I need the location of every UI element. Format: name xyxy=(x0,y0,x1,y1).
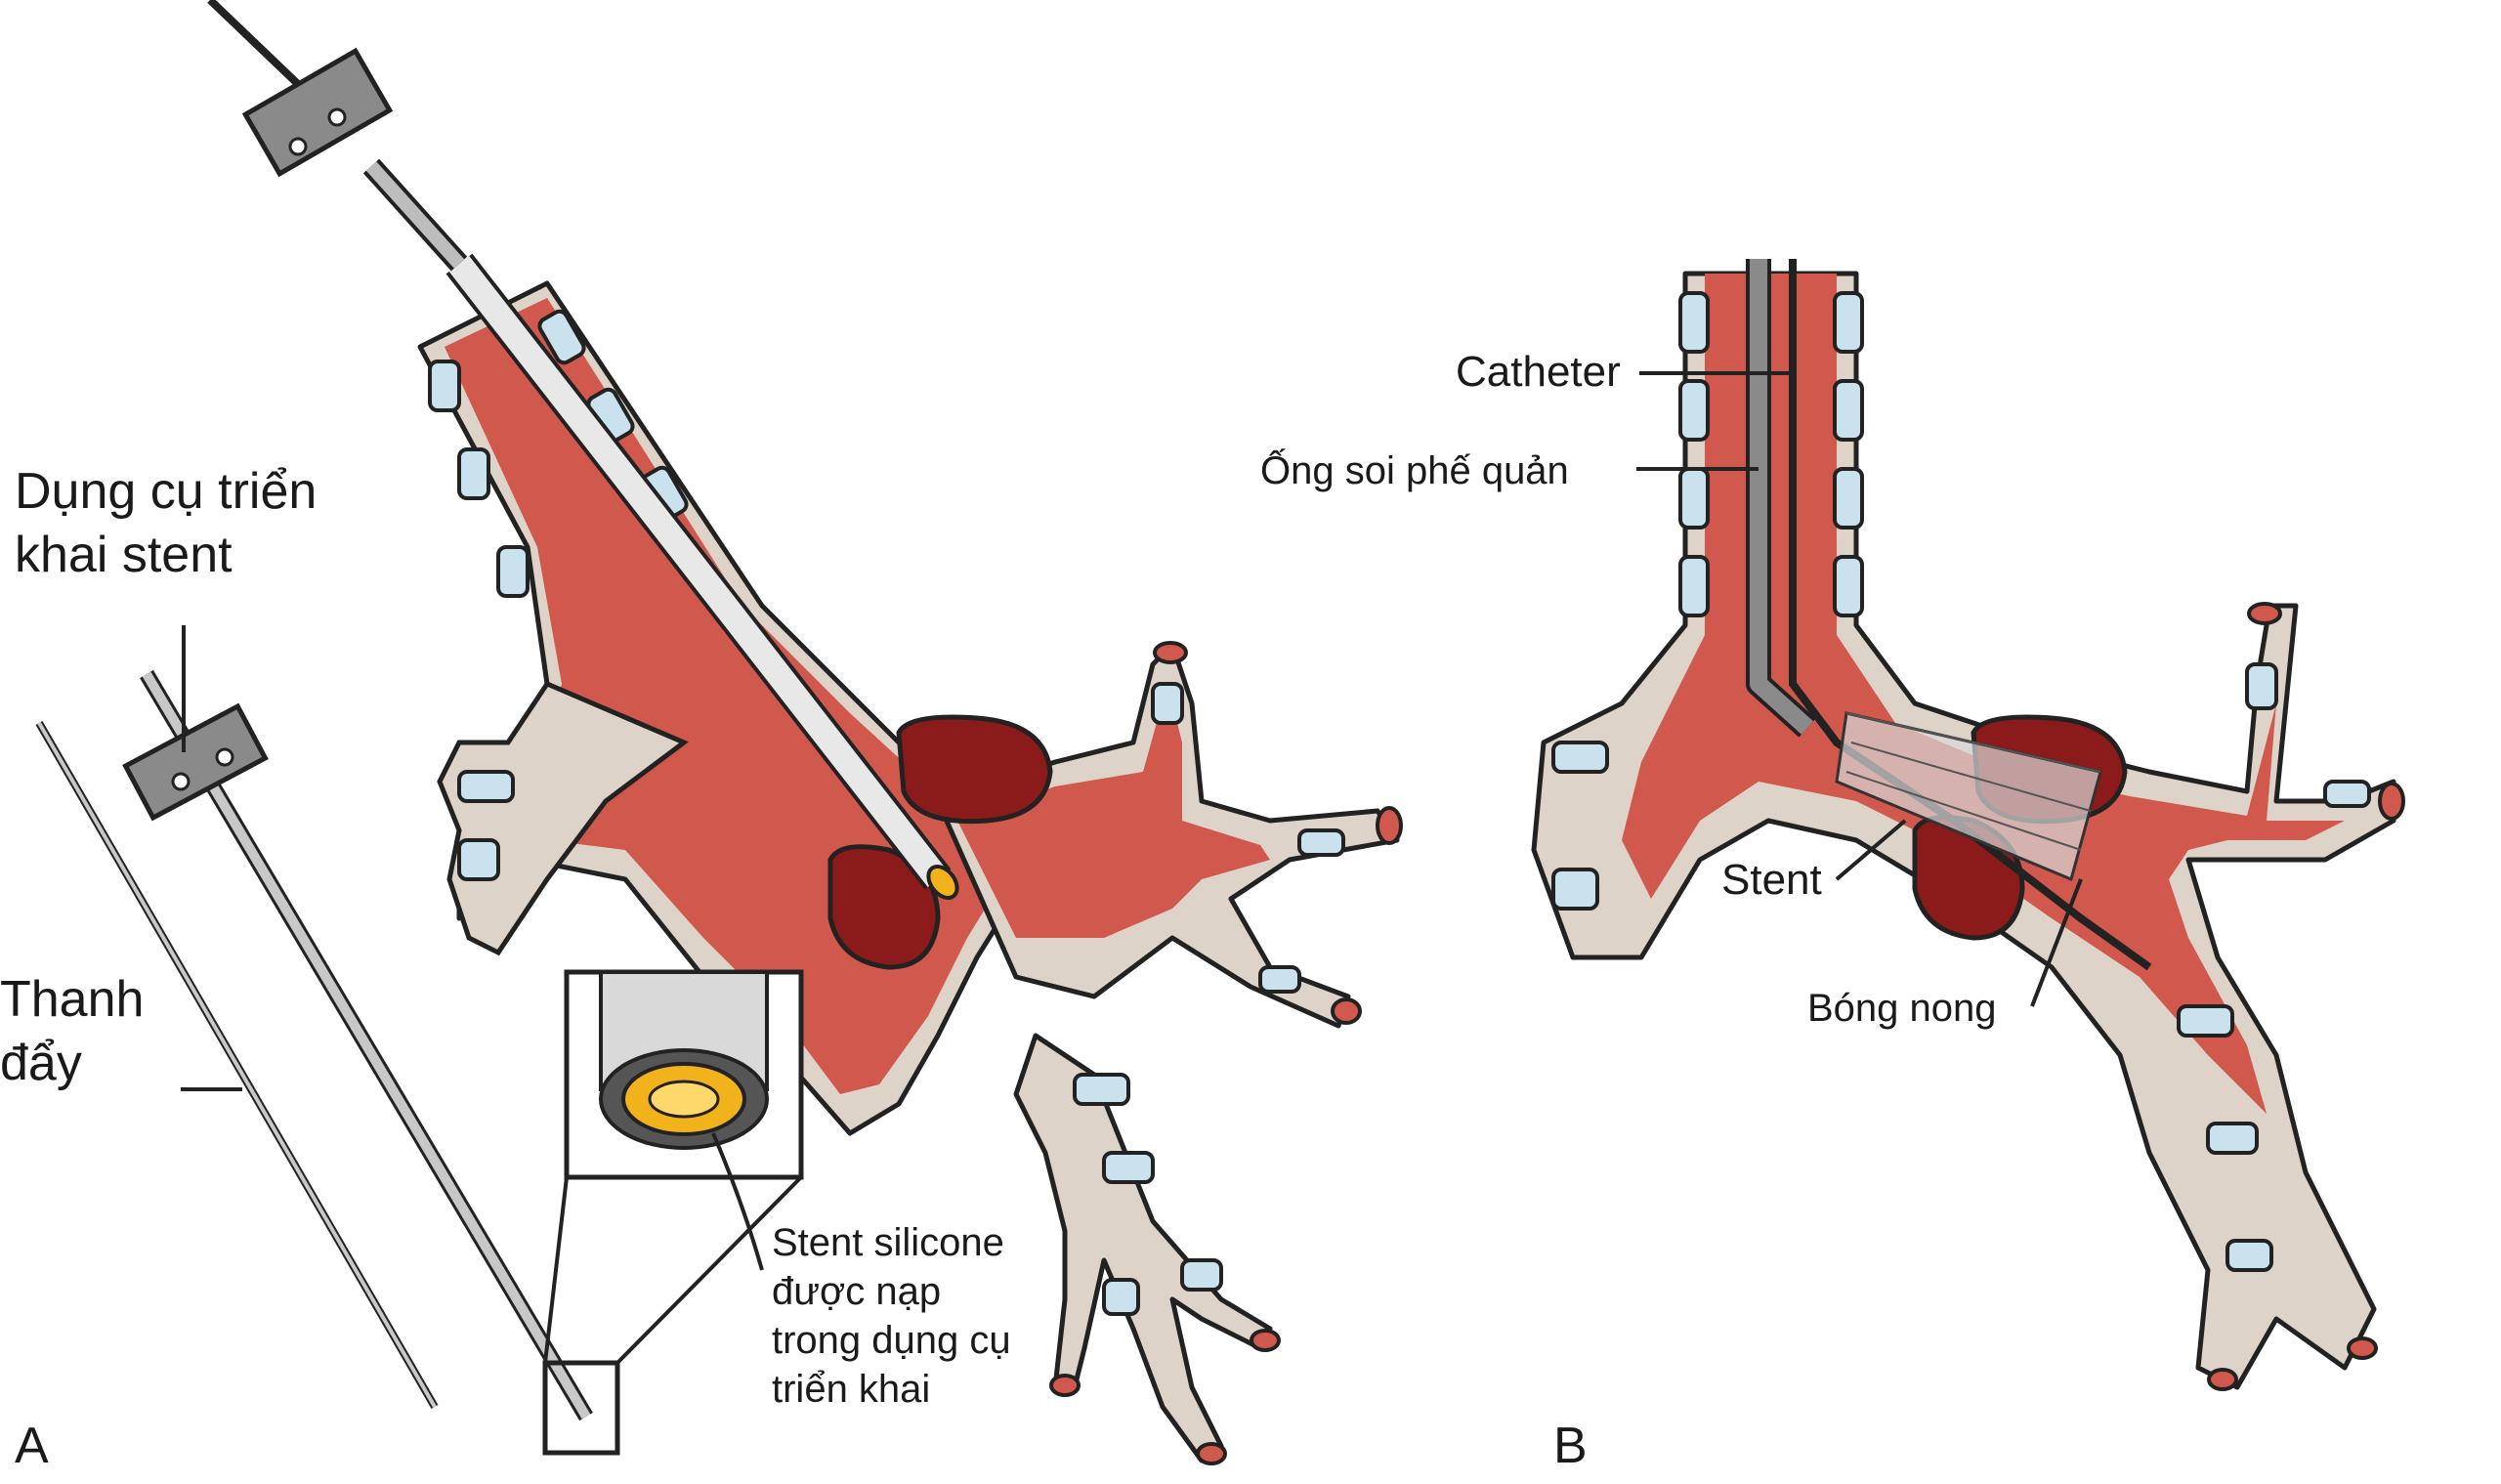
tumor-a xyxy=(827,714,1053,970)
balloon-label: Bóng nong xyxy=(1807,987,1997,1030)
stent-silicone-label-line1: Stent silicone xyxy=(772,1221,1004,1264)
cartilage-rings-a xyxy=(428,309,1345,1316)
pusher-label-line2: đẩy xyxy=(0,1035,82,1091)
stent-silicone-label-line2: được nạp xyxy=(772,1270,941,1313)
bronchoscope-label: Ống soi phế quản xyxy=(1260,447,1569,492)
trachea-b-lumen xyxy=(1622,274,2345,1114)
airway-tree-a xyxy=(417,280,1403,1465)
stent-b xyxy=(1835,711,2102,882)
scope-handle-a xyxy=(241,47,394,178)
zoom-source-box xyxy=(542,1360,620,1456)
airway-openings-a xyxy=(1049,641,1403,1465)
panel-a-labels: Dụng cụ triển khai stent Thanh đẩy Stent… xyxy=(0,463,1011,1474)
deployer-label-line2: khai stent xyxy=(15,527,233,583)
panel-a-letter: A xyxy=(15,1418,49,1474)
left-bronchus-a xyxy=(437,680,689,956)
panel-b-labels: Catheter Ống soi phế quản Stent Bóng non… xyxy=(1260,348,2083,1474)
bronchoscope-a xyxy=(207,0,959,900)
airway-openings-b xyxy=(2207,602,2405,1391)
stent-label: Stent xyxy=(1721,856,1822,904)
deployer-handle xyxy=(122,702,269,822)
cartilage-rings-b xyxy=(1551,291,2371,1272)
panel-b: Catheter Ống soi phế quản Stent Bóng non… xyxy=(1260,259,2405,1474)
stent-silicone-label-line3: trong dụng cụ xyxy=(772,1319,1011,1362)
pusher-label-line1: Thanh xyxy=(0,971,144,1028)
deployer-label-line1: Dụng cụ triển xyxy=(15,463,317,520)
catheter-label: Catheter xyxy=(1456,348,1621,396)
panel-b-letter: B xyxy=(1553,1418,1588,1474)
stent-silicone-label-line4: triển khai xyxy=(772,1368,930,1411)
lower-branches-a xyxy=(1013,1033,1273,1463)
panel-a: Dụng cụ triển khai stent Thanh đẩy Stent… xyxy=(0,0,1403,1474)
bronchoscope-b xyxy=(1746,259,1816,738)
stent-deployer-instrument xyxy=(35,669,804,1456)
right-bronchus-a-lumen xyxy=(957,684,1270,938)
